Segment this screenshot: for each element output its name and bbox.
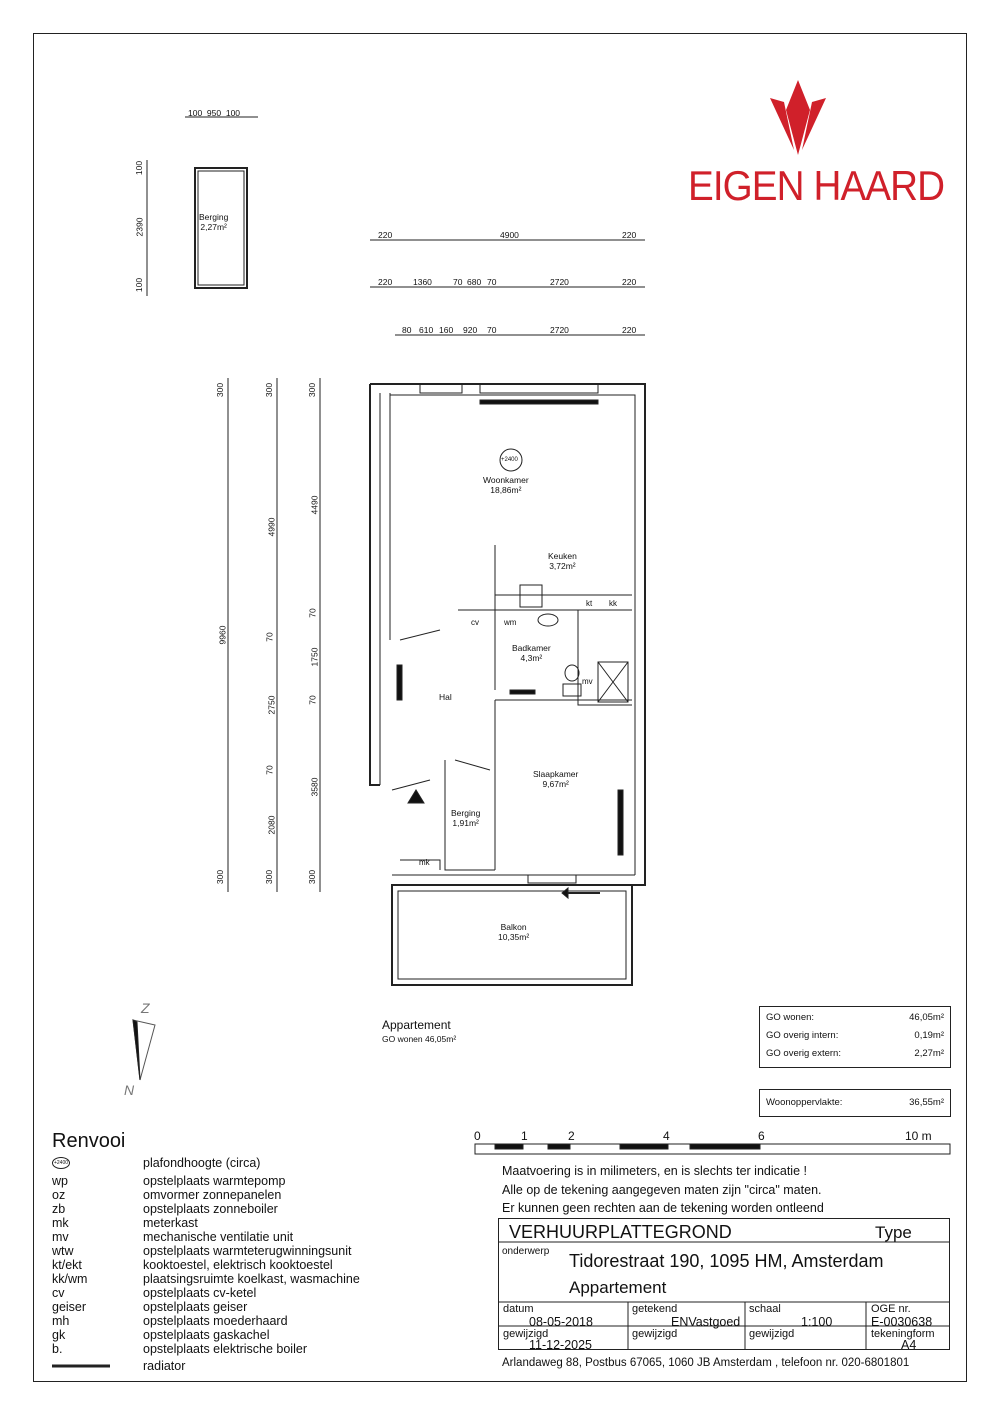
- scale-label: 6: [758, 1129, 765, 1143]
- dim-label: 300: [264, 869, 275, 885]
- dim-label: 4900: [500, 230, 519, 240]
- dim-label: 1360: [413, 277, 432, 287]
- dim-label: 300: [307, 382, 318, 398]
- dim-label: 220: [622, 230, 637, 240]
- dim-label: 2750: [266, 695, 277, 715]
- fixture-cv: cv: [471, 618, 479, 627]
- dim-label: 2720: [550, 325, 569, 335]
- dim-label: 70: [487, 325, 497, 335]
- dim-label: 2390: [134, 217, 145, 237]
- dim-label: 70: [487, 277, 497, 287]
- area-row: GO wonen:46,05m²: [766, 1012, 944, 1023]
- oge-value: E-0030638: [871, 1315, 933, 1329]
- gewijzigd-label: gewijzigd: [632, 1328, 678, 1340]
- dim-label: 220: [378, 230, 393, 240]
- type-label: Type: [875, 1223, 912, 1242]
- getekend-value: ENVastgoed: [671, 1315, 741, 1329]
- scale-label: 10 m: [905, 1129, 932, 1143]
- dim-storage: 100 950 100: [188, 108, 241, 118]
- address: Tidorestraat 190, 1095 HM, Amsterdam: [569, 1251, 884, 1271]
- scale-label: 1: [521, 1129, 528, 1143]
- dim-label: 220: [622, 325, 637, 335]
- page-frame: [33, 33, 967, 1382]
- dim-label: 80: [402, 325, 412, 335]
- dim-label: 300: [215, 382, 226, 398]
- dim-label: 1750: [309, 647, 320, 667]
- dim-label: 70: [264, 632, 275, 642]
- footer-address: Arlandaweg 88, Postbus 67065, 1060 JB Am…: [502, 1357, 910, 1369]
- dim-label: 3580: [309, 777, 320, 797]
- dim-label: 70: [264, 765, 275, 775]
- dim-label: 160: [439, 325, 454, 335]
- ceiling-height-label: +2400: [501, 457, 518, 463]
- gewijzigd-label: gewijzigd: [749, 1328, 795, 1340]
- form-label: tekeningform: [871, 1328, 935, 1340]
- dim-label: 4490: [309, 495, 320, 515]
- title-block: VERHUURPLATTEGROND Type onderwerp Tidore…: [498, 1218, 950, 1352]
- fixture-mk: mk: [419, 858, 430, 867]
- dim-label: 300: [264, 382, 275, 398]
- dim-label: 100: [134, 277, 145, 293]
- fixture-kt: kt: [586, 599, 593, 608]
- title-block-title: VERHUURPLATTEGROND: [509, 1222, 732, 1242]
- dim-label: 4990: [266, 517, 277, 537]
- dim-label: 300: [307, 869, 318, 885]
- scale-label: 2: [568, 1129, 575, 1143]
- compass-north-label: N: [124, 1082, 135, 1098]
- dim-label: 2720: [550, 277, 569, 287]
- onderwerp-label: onderwerp: [502, 1246, 550, 1257]
- scale-label: 4: [663, 1129, 670, 1143]
- dim-label: 300: [215, 869, 226, 885]
- dim-label: 920: [463, 325, 478, 335]
- compass-south-label: Z: [141, 1000, 150, 1016]
- scale-label: 0: [474, 1129, 481, 1143]
- woonoppervlakte-box: Woonoppervlakte:36,55m²: [759, 1089, 951, 1117]
- brand-name: EIGEN HAARD: [688, 162, 945, 209]
- room-hal: Hal: [439, 692, 452, 702]
- dim-label: 100: [134, 160, 145, 176]
- getekend-label: getekend: [632, 1303, 678, 1315]
- caption-subtitle: GO wonen 46,05m²: [382, 1034, 457, 1044]
- dim-label: 70: [307, 695, 318, 705]
- form-value: A4: [901, 1338, 917, 1352]
- dim-label: 220: [622, 277, 637, 287]
- dim-label: 9960: [217, 625, 228, 645]
- dim-label: 220: [378, 277, 393, 287]
- fixture-kk: kk: [609, 599, 617, 608]
- schaal-value: 1:100: [801, 1315, 833, 1329]
- datum-label: datum: [503, 1303, 534, 1315]
- caption-title: Appartement: [382, 1018, 451, 1032]
- brand-logo-icon: [770, 80, 826, 155]
- gewijzigd-value: 11-12-2025: [529, 1338, 593, 1352]
- gewijzigd-label: gewijzigd: [503, 1328, 549, 1340]
- note-line: Maatvoering is in milimeters, en is slec…: [502, 1164, 807, 1178]
- dim-label: 2080: [266, 815, 277, 835]
- legend-title: Renvooi: [52, 1130, 126, 1152]
- note-line: Alle op de tekening aangegeven maten zij…: [502, 1183, 822, 1197]
- dim-label: 70: [453, 277, 463, 287]
- oge-label: OGE nr.: [871, 1303, 911, 1315]
- area-row: GO overig intern:0,19m²: [766, 1030, 944, 1041]
- fixture-wm: wm: [504, 618, 517, 627]
- note-line: Er kunnen geen rechten aan de tekening w…: [502, 1201, 824, 1215]
- area-summary-box: GO wonen:46,05m² GO overig intern:0,19m²…: [759, 1006, 951, 1068]
- datum-value: 08-05-2018: [529, 1315, 593, 1329]
- schaal-label: schaal: [749, 1303, 781, 1315]
- fixture-mv: mv: [582, 677, 593, 686]
- dim-label: 70: [307, 608, 318, 618]
- area-row: GO overig extern:2,27m²: [766, 1048, 944, 1059]
- subject: Appartement: [569, 1278, 667, 1297]
- dim-label: 680: [467, 277, 482, 287]
- dim-label: 610: [419, 325, 434, 335]
